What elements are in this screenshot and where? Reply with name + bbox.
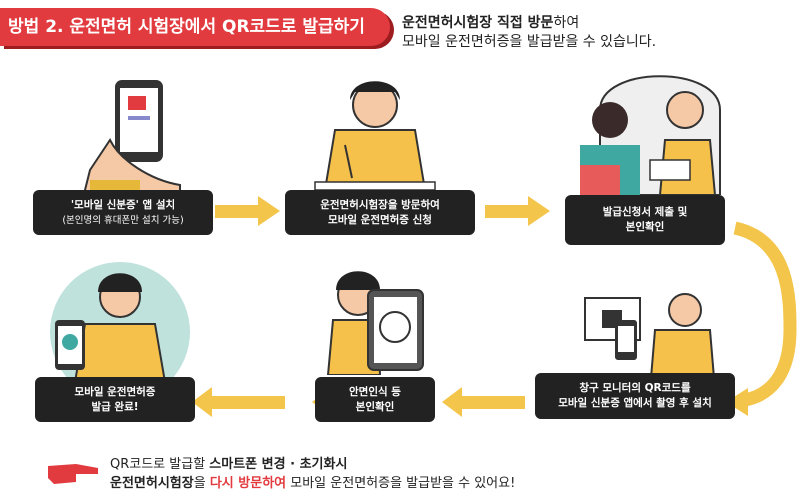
step-label-1: '모바일 신분증' 앱 설치 (본인명의 휴대폰만 설치 가능) [33, 190, 213, 235]
step4-line2: 모바일 신분증 앱에서 촬영 후 설치 [558, 397, 712, 409]
pointing-hand-icon [48, 464, 98, 484]
step-label-3: 발급신청서 제출 및 본인확인 [565, 195, 725, 245]
intro-text: 운전면허시험장 직접 방문하여 모바일 운전면허증을 발급받을 수 있습니다. [402, 14, 656, 52]
footer-red: 다시 방문하여 [209, 476, 287, 491]
step-label-4: 창구 모니터의 QR코드를 모바일 신분증 앱에서 촬영 후 설치 [535, 373, 735, 419]
step4-line1: 창구 모니터의 QR코드를 [579, 382, 691, 394]
intro-rest: 하여 [553, 15, 580, 31]
step-label-6: 모바일 운전면허증 발급 완료! [35, 377, 195, 422]
footer-bold1: 스마트폰 변경 · 초기화시 [209, 457, 348, 472]
step1-line2: (본인명의 휴대폰만 설치 가능) [62, 214, 184, 226]
step6-complete-illustration [50, 262, 190, 382]
step1-line1: '모바일 신분증' 앱 설치 [70, 198, 176, 211]
method-title: 방법 2. 운전면허 시험장에서 QR코드로 발급하기 [8, 17, 365, 37]
step5-line2: 본인확인 [355, 400, 395, 413]
step2-line2: 모바일 운전면허증 신청 [328, 213, 432, 226]
intro-bold: 운전면허시험장 직접 방문 [402, 15, 554, 31]
footer-pre: QR코드로 발급할 [110, 457, 210, 472]
step2-line1: 운전면허시험장을 방문하여 [320, 198, 440, 211]
step5-face-recognition-illustration [326, 271, 424, 375]
step3-line1: 발급신청서 제출 및 [602, 206, 688, 218]
footer-mid: 을 [193, 476, 210, 491]
footer-bold2: 운전면허시험장 [110, 476, 194, 491]
intro-line2: 모바일 운전면허증을 발급받을 수 있습니다. [402, 34, 657, 50]
step3-line2: 본인확인 [625, 221, 665, 233]
step-label-5: 안면인식 등 본인확인 [315, 377, 435, 422]
step-label-2: 운전면허시험장을 방문하여 모바일 운전면허증 신청 [285, 190, 475, 235]
step2-writing-illustration [314, 81, 436, 191]
step6-line1: 모바일 운전면허증 [74, 385, 156, 398]
step3-desk-illustration [580, 75, 721, 195]
step6-line2: 발급 완료! [91, 400, 139, 413]
method-banner: 방법 2. 운전면허 시험장에서 QR코드로 발급하기 [0, 8, 390, 46]
step5-line1: 안면인식 등 [349, 385, 401, 398]
footer-note: QR코드로 발급할 스마트폰 변경 · 초기화시 운전면허시험장을 다시 방문하… [110, 455, 515, 493]
footer-rest: 모바일 운전면허증을 발급받을 수 있어요! [286, 476, 516, 491]
step1-phone-illustration [78, 80, 181, 210]
